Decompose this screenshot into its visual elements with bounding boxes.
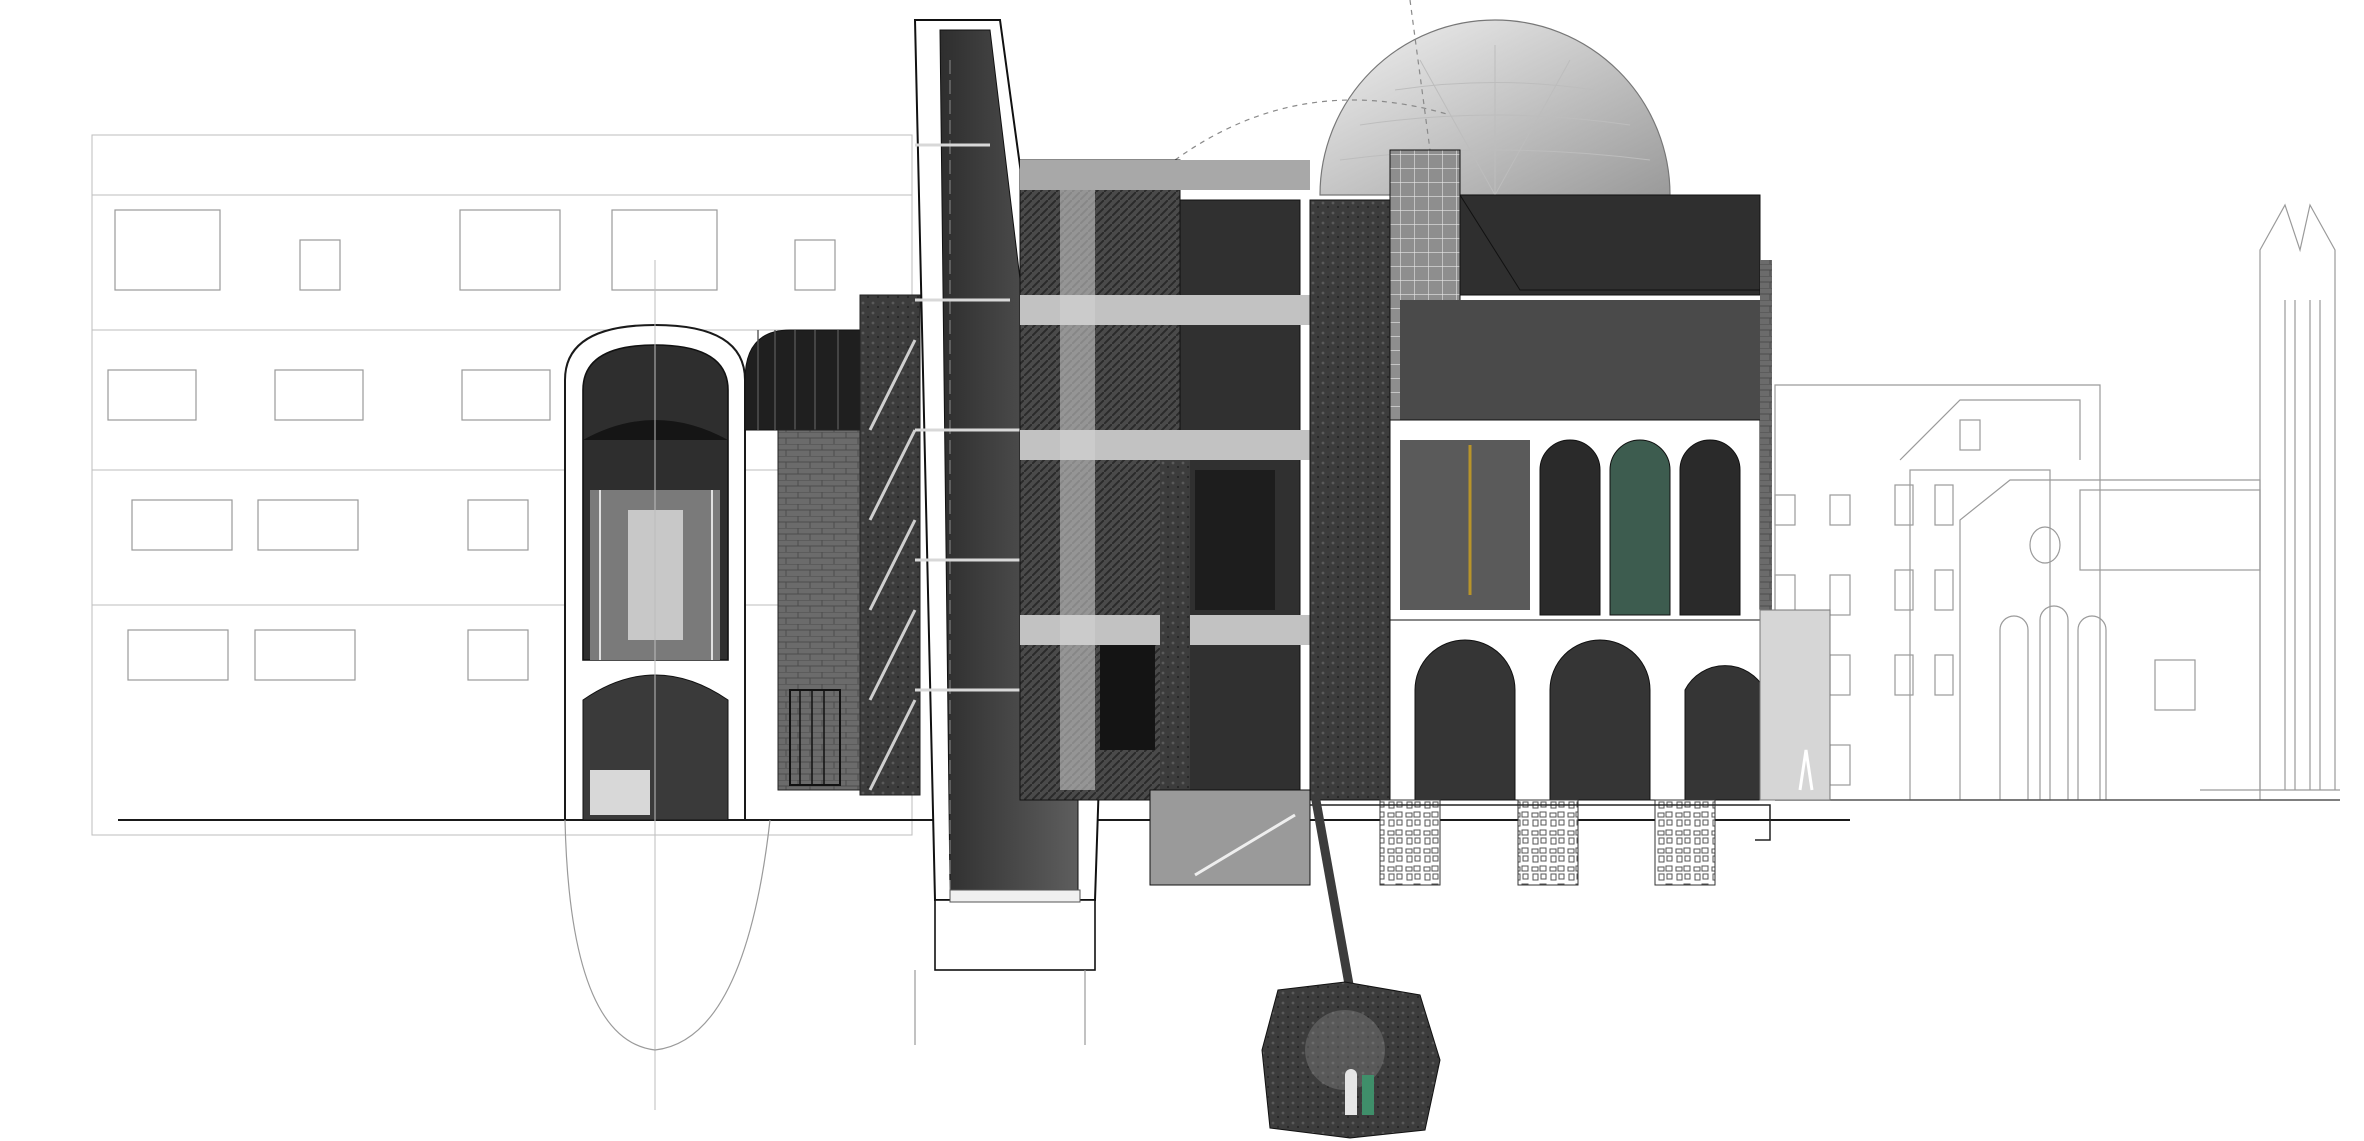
barrel-vault [744, 329, 861, 791]
stair-tower [859, 294, 921, 796]
arched-block [1309, 149, 1772, 801]
context-building-right [1774, 203, 2340, 801]
context-building-left [91, 134, 913, 836]
right-annex [1759, 609, 1831, 801]
vault-tower [564, 260, 771, 1110]
foundations [1310, 799, 1771, 886]
cave-chamber [1261, 794, 1441, 1139]
central-floors [1019, 159, 1311, 886]
